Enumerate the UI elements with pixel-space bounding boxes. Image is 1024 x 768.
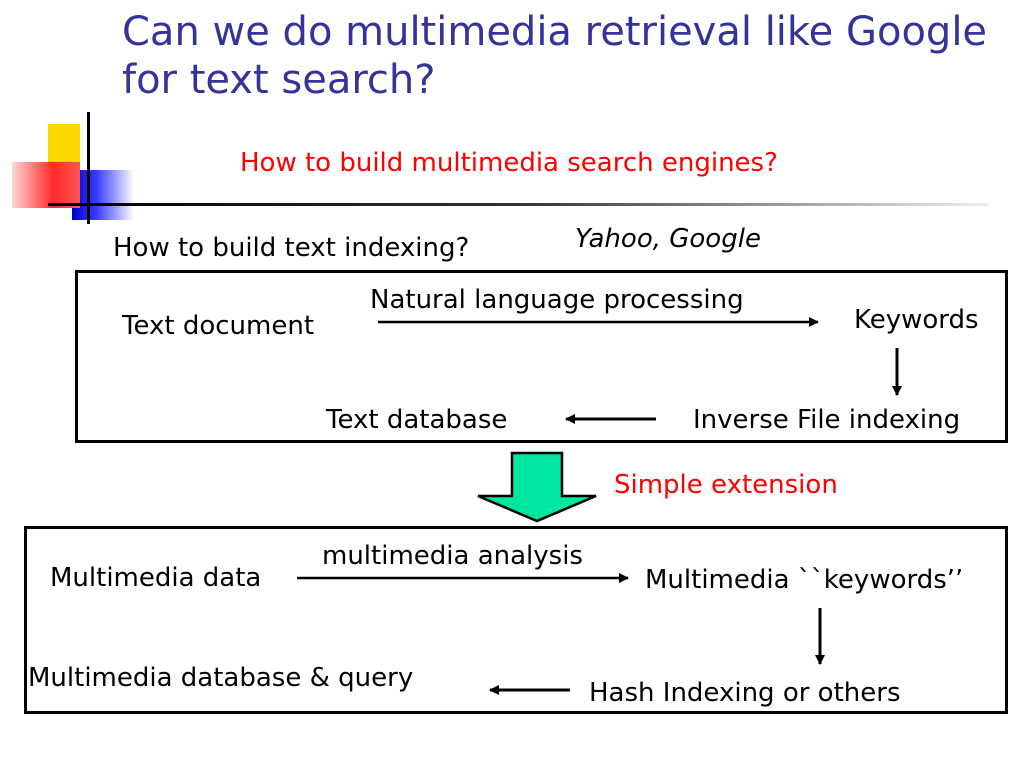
text-document-label: Text document [122, 311, 315, 341]
keywords-label: Keywords [854, 305, 979, 335]
text-indexing-question: How to build text indexing? [113, 233, 470, 263]
multimedia-indexing-box [24, 526, 1008, 714]
multimedia-database-label: Multimedia database & query [28, 663, 414, 693]
blue-square-decoration [72, 170, 134, 220]
slide-title: Can we do multimedia retrieval like Goog… [122, 9, 988, 103]
text-database-label: Text database [326, 405, 508, 435]
extension-down-arrow [477, 451, 597, 523]
nlp-label: Natural language processing [370, 285, 744, 315]
horizontal-rule [48, 203, 988, 206]
text-indexing-box [75, 270, 1008, 443]
multimedia-keywords-label: Multimedia ``keywords’’ [645, 565, 964, 595]
simple-extension-label: Simple extension [614, 470, 838, 500]
vertical-rule [87, 112, 90, 224]
multimedia-analysis-label: multimedia analysis [322, 541, 583, 571]
inverse-file-indexing-label: Inverse File indexing [693, 405, 961, 435]
red-square-decoration [12, 162, 80, 208]
hash-indexing-label: Hash Indexing or others [589, 678, 901, 708]
search-engine-examples: Yahoo, Google [575, 224, 761, 254]
multimedia-data-label: Multimedia data [50, 563, 262, 593]
slide-subtitle: How to build multimedia search engines? [240, 148, 778, 178]
